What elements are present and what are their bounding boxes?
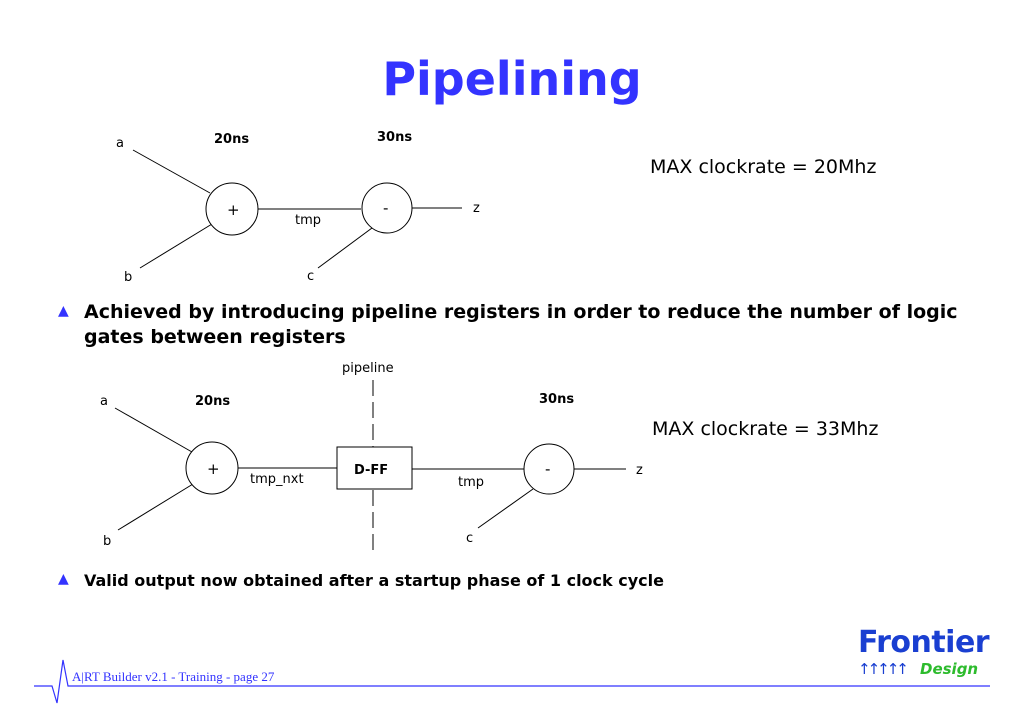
label-a: a (100, 394, 108, 409)
dff-register (336, 446, 413, 490)
diagram-with-pipeline: pipeline D-FF a b c z + - tmp_nxt tmp 20… (100, 361, 643, 556)
max-clockrate-1: MAX clockrate = 20Mhz (650, 156, 877, 178)
label-tmp-nxt: tmp_nxt (250, 472, 304, 487)
label-c: c (307, 269, 314, 284)
footer-caption: A|RT Builder v2.1 - Training - page 27 (72, 669, 275, 684)
adder-symbol: + (227, 201, 240, 219)
wire-c (317, 227, 373, 269)
label-tmp: tmp (458, 475, 484, 490)
logo-name: Frontier (858, 625, 990, 660)
subtractor-symbol: - (545, 460, 550, 478)
max-clockrate-2: MAX clockrate = 33Mhz (652, 418, 879, 440)
subtractor-symbol: - (383, 199, 388, 217)
delay-adder: 20ns (195, 394, 230, 409)
label-a: a (116, 136, 124, 151)
label-z: z (636, 463, 643, 478)
logo-tagline: Design (920, 660, 979, 678)
wire-a (114, 407, 193, 453)
label-c: c (466, 531, 473, 546)
delay-adder: 20ns (214, 132, 249, 147)
delay-subtractor: 30ns (539, 392, 574, 407)
slide-title: Pipelining (382, 52, 642, 106)
wire-b (117, 483, 194, 531)
up-arrows-icon: ↑↑↑↑↑ (858, 660, 909, 678)
label-tmp: tmp (295, 213, 321, 228)
label-pipeline: pipeline (342, 361, 394, 376)
footer-signal-icon (34, 659, 990, 704)
wire-c (477, 488, 534, 529)
footer-rule (34, 659, 990, 704)
bullet-2: ▲ Valid output now obtained after a star… (58, 568, 984, 593)
label-b: b (103, 534, 111, 549)
wire-b (139, 223, 213, 269)
frontier-design-logo: Frontier ↑↑↑↑↑ Design (858, 625, 990, 679)
triangle-bullet-icon: ▲ (58, 303, 69, 319)
triangle-bullet-icon: ▲ (58, 571, 69, 587)
label-b: b (124, 270, 132, 285)
bullet-1: ▲ Achieved by introducing pipeline regis… (58, 300, 984, 350)
dff-label: D-FF (354, 463, 388, 478)
logo-subline: ↑↑↑↑↑ Design (858, 660, 988, 678)
label-z: z (473, 201, 480, 216)
wire-a (132, 149, 211, 194)
delay-subtractor: 30ns (377, 130, 412, 145)
adder-symbol: + (207, 460, 220, 478)
diagram-without-pipeline: a b c z + - tmp 20ns 30ns (116, 130, 480, 285)
bullet-1-text: Achieved by introducing pipeline registe… (84, 301, 958, 348)
bullet-2-text: Valid output now obtained after a startu… (84, 571, 664, 590)
